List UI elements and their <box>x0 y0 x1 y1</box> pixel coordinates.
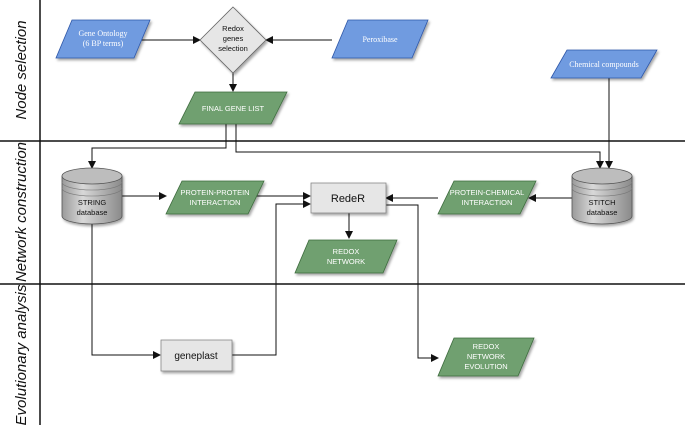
redox-network-label-1: REDOX <box>333 247 360 256</box>
redox-network-label-2: NETWORK <box>327 257 365 266</box>
lane-label-evolutionary-analysis: Evolutionary analysis <box>13 284 30 425</box>
string-db-label-2: database <box>77 208 108 217</box>
arrow-final-list-to-string <box>88 124 227 169</box>
arrow-reder-to-evolution <box>386 204 439 362</box>
evolution-label-3: EVOLUTION <box>464 362 507 371</box>
evolution-label-2: NETWORK <box>467 352 505 361</box>
reder-node: RedeR <box>310 182 387 214</box>
final-gene-list-node: FINAL GENE LIST <box>178 91 288 125</box>
pci-label-2: INTERACTION <box>462 198 513 207</box>
gene-ontology-label-2: (6 BP terms) <box>83 39 124 48</box>
pci-label-1: PROTEIN-CHEMICAL <box>450 188 525 197</box>
arrow-string-to-geneplast <box>91 224 161 359</box>
protein-chemical-interaction-node: PROTEIN-CHEMICAL INTERACTION <box>437 180 537 215</box>
lane-label-node-selection: Node selection <box>13 20 30 119</box>
chemical-compounds-node: Chemical compounds <box>550 49 658 79</box>
stitch-db-label-2: database <box>587 208 618 217</box>
redox-network-evolution-node: REDOX NETWORK EVOLUTION <box>437 337 535 377</box>
chemical-compounds-label: Chemical compounds <box>569 60 639 69</box>
arrow-final-list-to-stitch <box>235 124 604 169</box>
string-database-node <box>61 167 123 225</box>
geneplast-node: geneplast <box>160 339 233 372</box>
final-gene-list-label: FINAL GENE LIST <box>202 104 265 113</box>
redox-selection-label-2: genes <box>223 34 244 43</box>
protein-protein-interaction-node: PROTEIN-PROTEIN INTERACTION <box>165 180 265 215</box>
redox-genes-selection-node: Redox genes selection <box>199 6 267 74</box>
ppi-label-2: INTERACTION <box>190 198 241 207</box>
redox-selection-label-1: Redox <box>222 24 244 33</box>
stitch-db-label-1: STITCH <box>588 198 615 207</box>
peroxibase-node: Peroxibase <box>331 19 429 59</box>
redox-selection-label-3: selection <box>218 44 248 53</box>
arrow-geneplast-to-reder <box>232 200 311 356</box>
peroxibase-label: Peroxibase <box>362 35 398 44</box>
evolution-label-1: REDOX <box>473 342 500 351</box>
reder-label: RedeR <box>331 193 365 205</box>
stitch-database-node <box>571 167 633 225</box>
lane-label-network-construction: Network construction <box>13 142 30 282</box>
string-db-label-1: STRING <box>78 198 107 207</box>
gene-ontology-label-1: Gene Ontology <box>78 29 127 38</box>
ppi-label-1: PROTEIN-PROTEIN <box>180 188 249 197</box>
gene-ontology-node: Gene Ontology (6 BP terms) <box>55 19 151 59</box>
geneplast-label: geneplast <box>174 351 218 362</box>
redox-network-node: REDOX NETWORK <box>294 239 398 274</box>
